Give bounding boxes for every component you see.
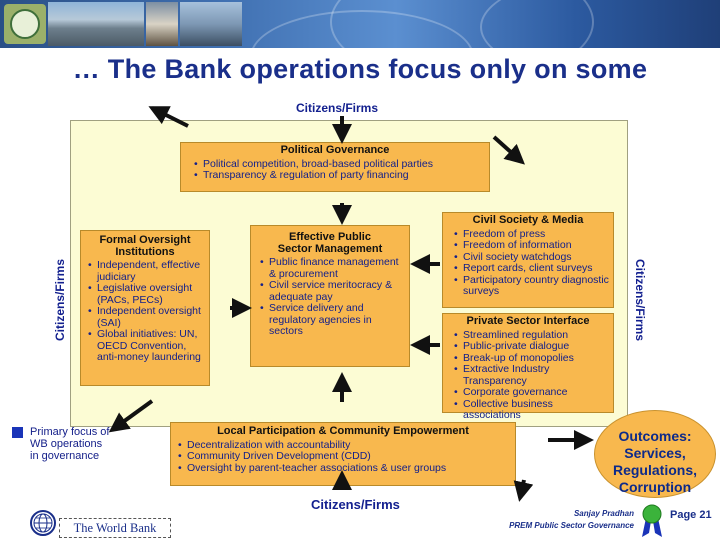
globe-icon bbox=[30, 510, 56, 536]
list-item: Independent, effective judiciary bbox=[88, 259, 205, 283]
page-number: Page 21 bbox=[670, 509, 712, 521]
outcomes-line: Outcomes: bbox=[618, 428, 692, 444]
political-governance-box: Political Governance Political competiti… bbox=[180, 142, 490, 192]
outcomes-line: Regulations, bbox=[612, 462, 697, 478]
list-item: Break-up of monopolies bbox=[454, 352, 611, 365]
award-ribbon-icon bbox=[642, 504, 662, 537]
local-participation-box: Local Participation & Community Empowerm… bbox=[170, 422, 516, 486]
political-heading: Political Governance bbox=[280, 144, 390, 156]
list-item: Oversight by parent-teacher associations… bbox=[178, 462, 515, 475]
list-item: Civil service meritocracy & adequate pay bbox=[260, 279, 403, 303]
formal-heading: Formal Oversight Institutions bbox=[99, 234, 191, 258]
list-item: Independent oversight (SAI) bbox=[88, 305, 205, 329]
city-photo bbox=[180, 2, 242, 46]
list-item: Participatory country diagnostic surveys bbox=[454, 274, 611, 298]
logo-icon bbox=[4, 4, 46, 44]
list-item: Streamlined regulation bbox=[454, 329, 611, 342]
list-item: Transparency & regulation of party finan… bbox=[194, 169, 489, 182]
label-right-citizens: Citizens/Firms bbox=[633, 258, 647, 342]
building-photo bbox=[48, 2, 144, 46]
label-bottom-citizens: Citizens/Firms bbox=[311, 497, 400, 512]
list-item: Community Driven Development (CDD) bbox=[178, 450, 515, 463]
public-heading: Effective Public Sector Management bbox=[277, 231, 383, 255]
people-photo bbox=[146, 2, 178, 46]
list-item: Global initiatives: UN, OECD Convention,… bbox=[88, 328, 205, 364]
civil-heading: Civil Society & Media bbox=[472, 214, 584, 226]
list-item: Report cards, client surveys bbox=[454, 262, 611, 275]
local-heading: Local Participation & Community Empowerm… bbox=[217, 425, 469, 437]
label-left-citizens: Citizens/Firms bbox=[53, 258, 67, 342]
list-item: Collective business associations bbox=[454, 398, 611, 422]
author-credit: Sanjay Pradhan PREM Public Sector Govern… bbox=[509, 508, 634, 532]
outcomes-line: Services, bbox=[624, 445, 686, 461]
list-item: Freedom of information bbox=[454, 239, 611, 252]
label-top-citizens: Citizens/Firms bbox=[296, 101, 379, 115]
arrow bbox=[513, 479, 534, 502]
author-name: Sanjay Pradhan bbox=[573, 509, 634, 518]
world-bank-label: The World Bank bbox=[59, 518, 171, 538]
list-item: Public-private dialogue bbox=[454, 340, 611, 353]
outcomes-line: Corruption bbox=[618, 479, 692, 495]
list-item: Extractive Industry Transparency bbox=[454, 363, 611, 387]
outcomes-ellipse: Outcomes: Services, Regulations, Corrupt… bbox=[594, 410, 716, 498]
formal-oversight-box: Formal Oversight Institutions Independen… bbox=[80, 230, 210, 386]
list-item: Public finance management & procurement bbox=[260, 256, 403, 280]
legend-swatch bbox=[12, 427, 23, 438]
list-item: Corporate governance bbox=[454, 386, 611, 399]
page-title: … The Bank operations focus only on some bbox=[72, 54, 648, 84]
author-unit: PREM Public Sector Governance bbox=[509, 521, 634, 530]
list-item: Decentralization with accountability bbox=[178, 439, 515, 452]
list-item: Political competition, broad-based polit… bbox=[194, 158, 489, 171]
list-item: Civil society watchdogs bbox=[454, 251, 611, 264]
list-item: Freedom of press bbox=[454, 228, 611, 241]
list-item: Service delivery and regulatory agencies… bbox=[260, 302, 403, 338]
legend-text: Primary focus of WB operations in govern… bbox=[30, 426, 110, 462]
private-heading: Private Sector Interface bbox=[466, 315, 590, 327]
civil-society-box: Civil Society & Media Freedom of press F… bbox=[442, 212, 614, 308]
public-sector-box: Effective Public Sector Management Publi… bbox=[250, 225, 410, 367]
list-item: Legislative oversight (PACs, PECs) bbox=[88, 282, 205, 306]
private-sector-box: Private Sector Interface Streamlined reg… bbox=[442, 313, 614, 421]
